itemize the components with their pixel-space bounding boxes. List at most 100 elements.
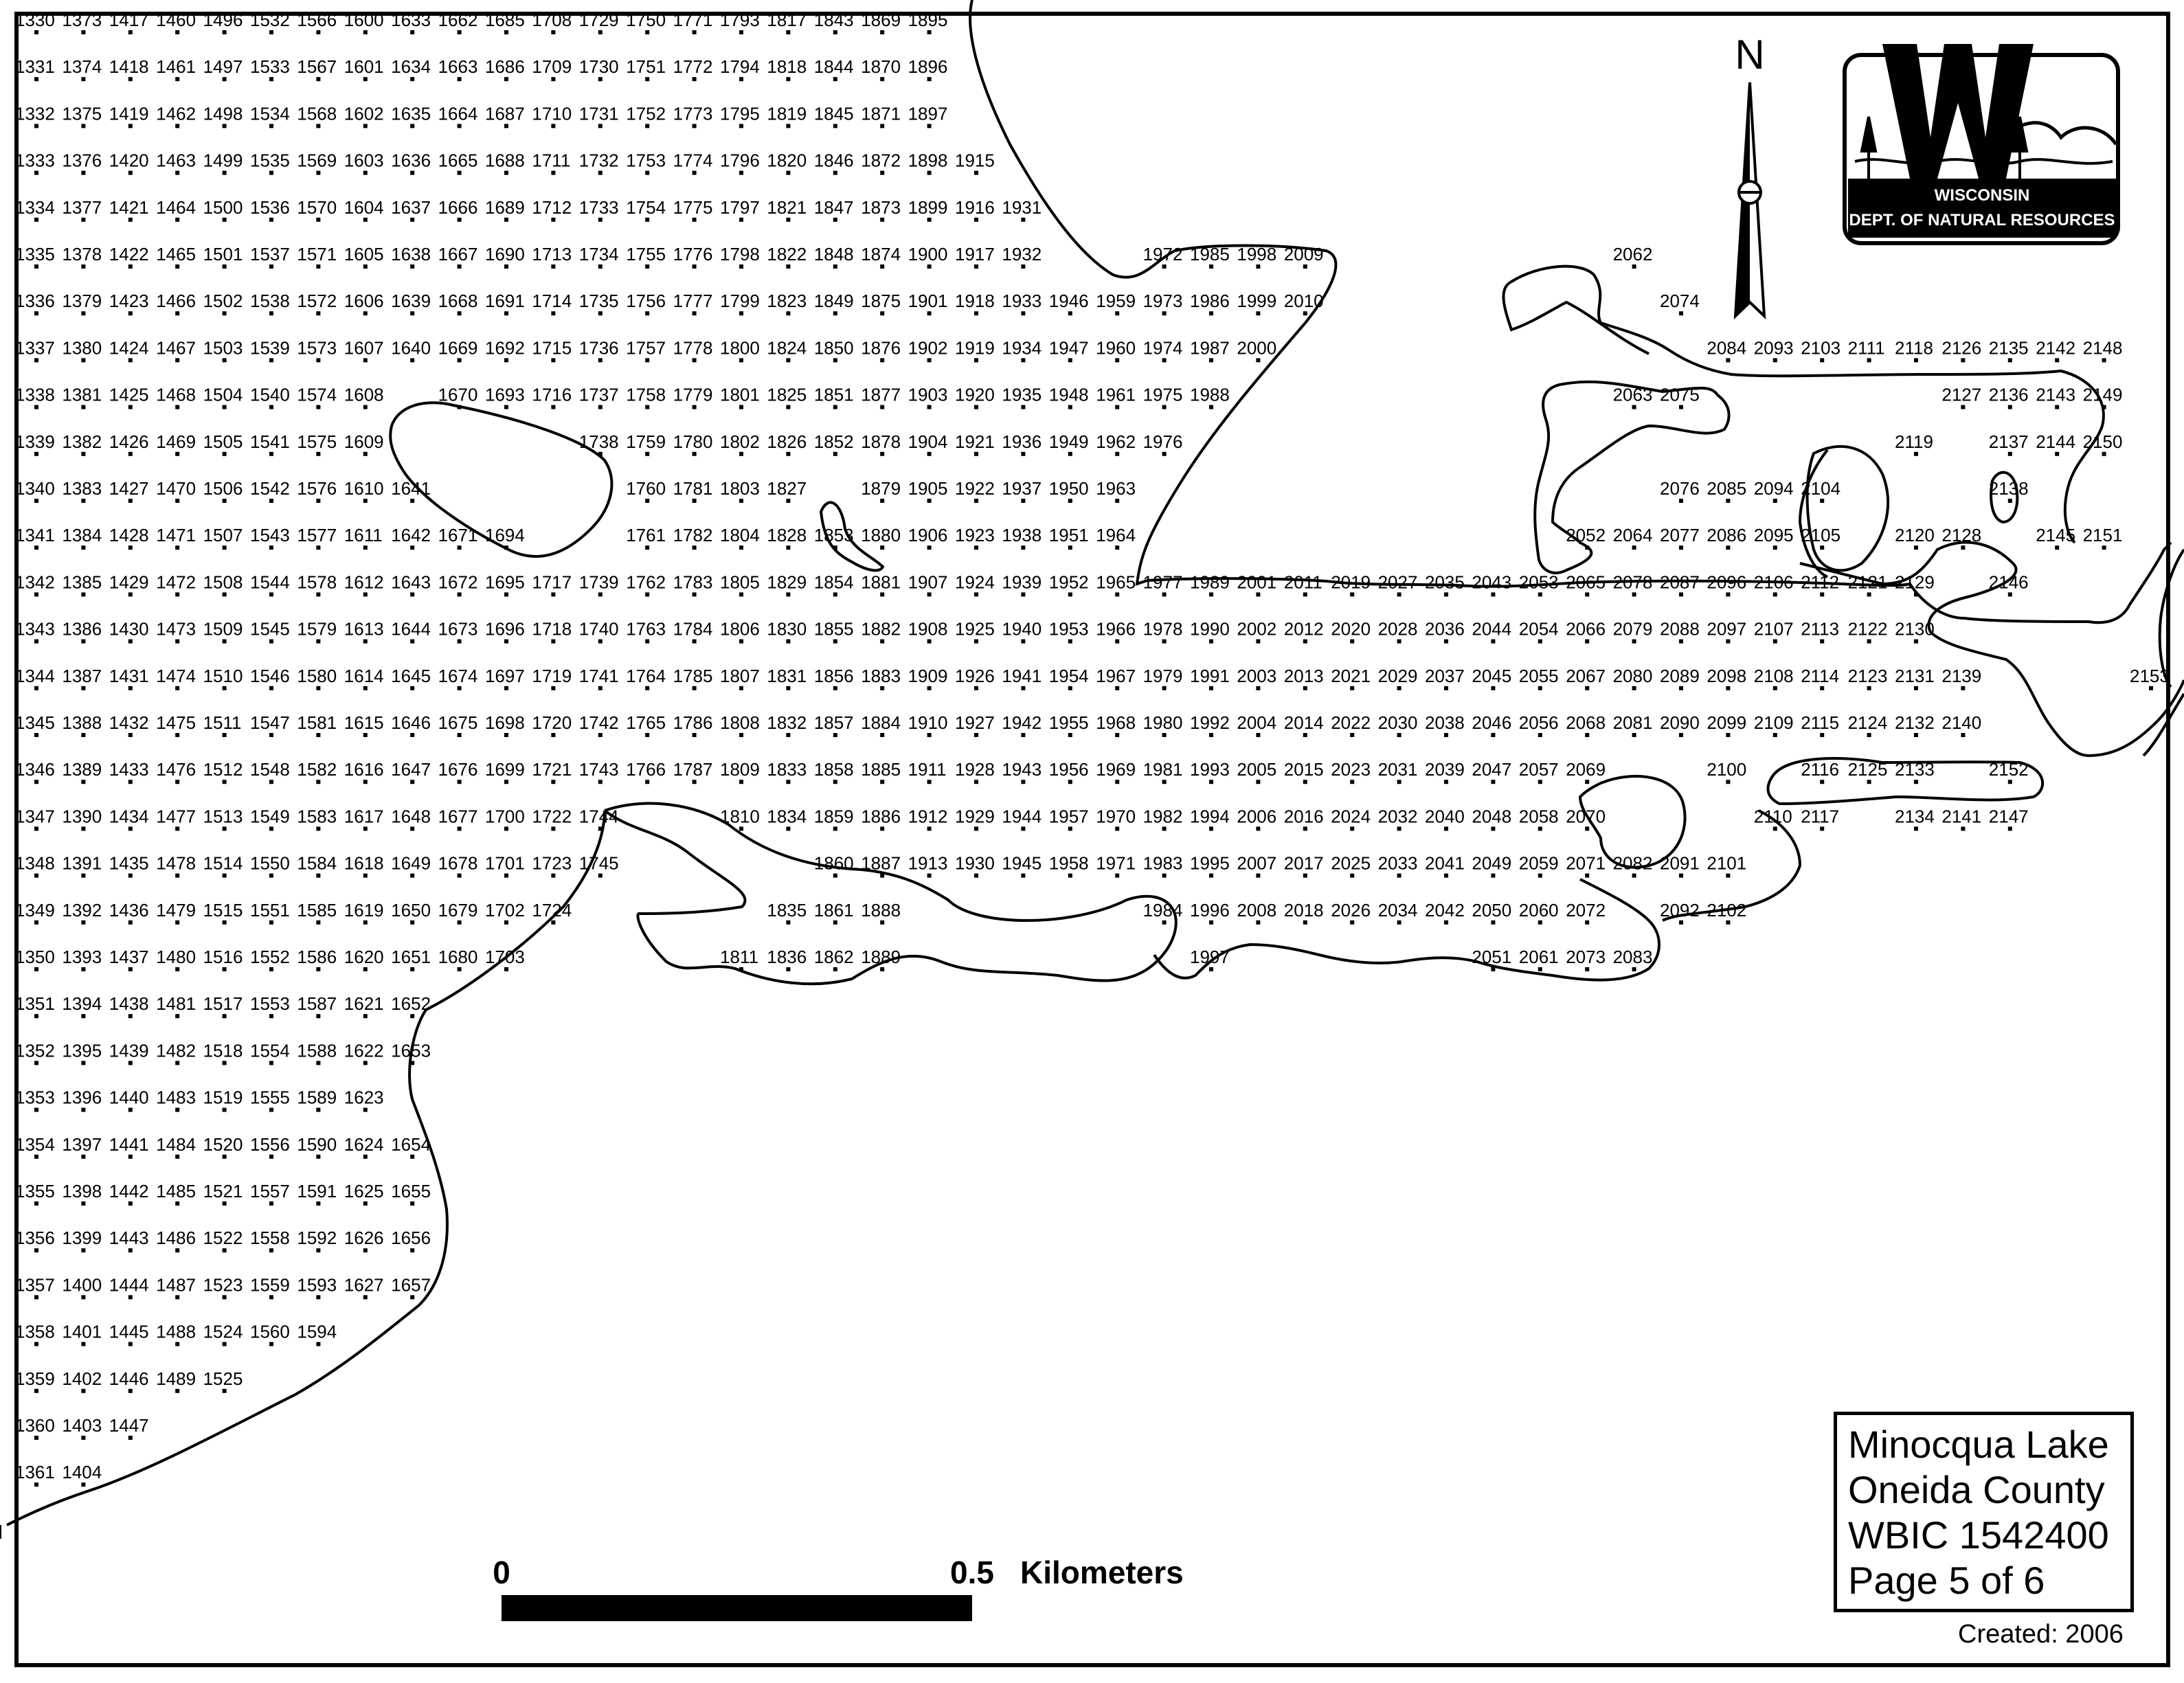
sample-point-marker xyxy=(692,264,697,269)
sample-point-marker xyxy=(363,639,368,644)
sample-point-marker xyxy=(1115,686,1120,690)
sample-point-marker xyxy=(1679,545,1683,550)
sample-point-label: 1950 xyxy=(1049,478,1089,499)
sample-point-marker xyxy=(1914,639,1918,644)
sample-point-label: 1375 xyxy=(62,103,102,124)
sample-point-label: 2139 xyxy=(1941,666,1981,686)
sample-point-label: 1636 xyxy=(391,150,431,171)
sample-point-label: 1703 xyxy=(485,947,525,967)
island-1 xyxy=(389,401,613,558)
sample-point-marker xyxy=(1021,264,1026,269)
sample-point-label: 2140 xyxy=(1941,712,1981,733)
sample-point-label: 2044 xyxy=(1472,619,1511,640)
sample-point-label: 1939 xyxy=(1002,572,1042,592)
sample-point-label: 1975 xyxy=(1143,385,1183,405)
sample-point-label: 2001 xyxy=(1237,572,1276,592)
sample-point-label: 2133 xyxy=(1895,759,1935,780)
sample-point-marker xyxy=(410,358,415,363)
sample-point-marker xyxy=(1914,686,1918,690)
sample-point-label: 2087 xyxy=(1660,572,1700,592)
sample-point-label: 2040 xyxy=(1425,806,1465,826)
sample-point-marker xyxy=(833,780,837,784)
sample-point-marker xyxy=(880,77,885,82)
sample-point-label: 1602 xyxy=(344,103,384,124)
sample-point-label: 1858 xyxy=(814,759,854,780)
sample-point-label: 2045 xyxy=(1472,666,1511,686)
sample-point-label: 1901 xyxy=(908,291,948,311)
sample-point-label: 1717 xyxy=(532,572,572,592)
sample-point-label: 1650 xyxy=(391,900,431,920)
sample-point-marker xyxy=(316,1107,321,1112)
sample-point-label: 2053 xyxy=(1519,572,1559,592)
sample-point-marker xyxy=(551,358,556,363)
sample-point-marker xyxy=(833,592,837,597)
sample-point-marker xyxy=(1867,592,1871,597)
sample-point-label: 1592 xyxy=(297,1228,337,1248)
sample-point-marker xyxy=(739,124,743,128)
sample-point-marker xyxy=(974,499,978,503)
sample-point-marker xyxy=(316,264,321,269)
sample-point-marker xyxy=(175,686,180,690)
sample-point-marker xyxy=(269,1201,273,1206)
sample-point-marker xyxy=(786,967,791,971)
sample-point-marker xyxy=(1397,920,1401,925)
sample-point-label: 2060 xyxy=(1519,900,1559,920)
sample-point-marker xyxy=(81,217,86,222)
sample-point-label: 1756 xyxy=(626,291,666,311)
sample-point-label: 1712 xyxy=(532,197,572,218)
sample-point-marker xyxy=(363,780,368,784)
scale-bar-fill xyxy=(502,1595,972,1621)
sample-point-marker xyxy=(598,358,603,363)
sample-point-label: 1438 xyxy=(109,993,149,1014)
sample-point-label: 1380 xyxy=(62,337,102,358)
sample-point-marker xyxy=(457,264,462,269)
sample-point-label: 2035 xyxy=(1425,572,1465,592)
sample-point-label: 2000 xyxy=(1237,337,1276,358)
sample-point-label: 1957 xyxy=(1049,806,1089,826)
sample-point-label: 2124 xyxy=(1848,712,1888,733)
sample-point-marker xyxy=(1820,499,1825,503)
sample-point-marker xyxy=(598,77,603,82)
sample-point-label: 1464 xyxy=(156,197,196,218)
sample-point-marker xyxy=(1115,639,1120,644)
sample-point-marker xyxy=(128,124,133,128)
sample-point-label: 2080 xyxy=(1613,666,1653,686)
sample-point-marker xyxy=(645,170,650,175)
sample-point-marker xyxy=(1068,873,1072,878)
sample-point-label: 1574 xyxy=(297,385,337,405)
sample-point-marker xyxy=(1444,920,1448,925)
sample-point-label: 1954 xyxy=(1049,666,1089,686)
sample-point-label: 1582 xyxy=(297,759,337,780)
sample-point-label: 2047 xyxy=(1472,759,1511,780)
sample-point-label: 1779 xyxy=(673,385,713,405)
sample-point-marker xyxy=(316,405,321,409)
sample-point-label: 1744 xyxy=(579,806,619,826)
sample-point-marker xyxy=(1820,780,1825,784)
sample-point-label: 1485 xyxy=(156,1181,196,1201)
sample-point-label: 1570 xyxy=(297,197,337,218)
sample-point-marker xyxy=(269,1061,273,1065)
sample-point-label: 1715 xyxy=(532,337,572,358)
sample-point-marker xyxy=(175,1014,180,1019)
sample-point-label: 2079 xyxy=(1613,619,1653,640)
sample-point-label: 2016 xyxy=(1284,806,1324,826)
sample-point-label: 1849 xyxy=(814,291,854,311)
sample-point-label: 1605 xyxy=(344,244,384,264)
sample-point-marker xyxy=(1679,405,1683,409)
sample-point-label: 1559 xyxy=(250,1274,290,1295)
sample-point-label: 1990 xyxy=(1190,619,1230,640)
sample-point-label: 2137 xyxy=(1989,431,2029,452)
sample-point-marker xyxy=(269,264,273,269)
shoreline xyxy=(0,0,2184,1539)
sample-point-label: 1761 xyxy=(626,525,666,545)
sample-point-marker xyxy=(175,592,180,597)
sample-point-marker xyxy=(1303,733,1307,737)
sample-point-marker xyxy=(81,1154,86,1159)
sample-point-label: 2131 xyxy=(1895,666,1935,686)
sample-point-marker xyxy=(1068,358,1072,363)
sample-point-marker xyxy=(34,1388,38,1393)
sample-point-label: 1589 xyxy=(297,1087,337,1108)
sample-point-label: 1809 xyxy=(720,759,760,780)
sample-point-marker xyxy=(1256,920,1261,925)
sample-point-label: 1852 xyxy=(814,431,854,452)
